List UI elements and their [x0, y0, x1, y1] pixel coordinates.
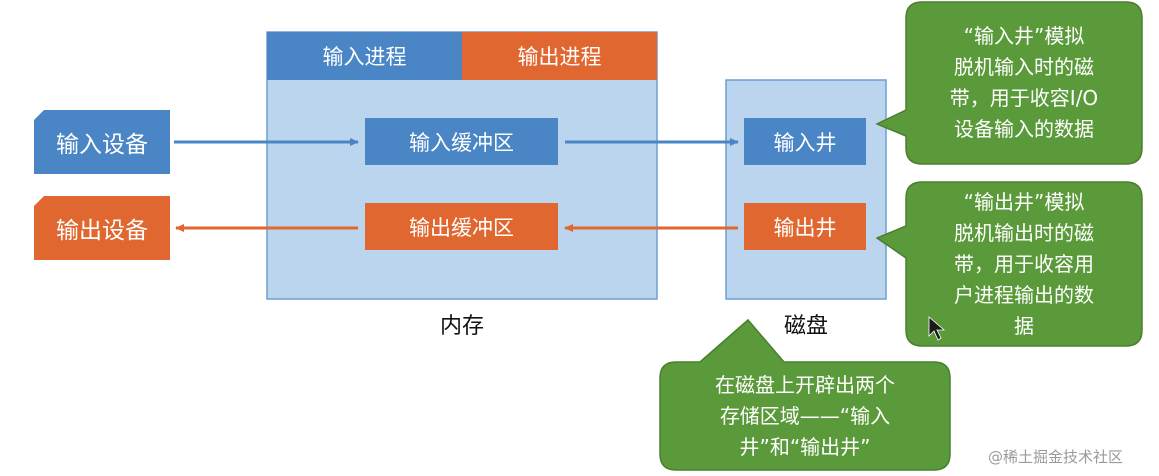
input-buffer-box — [365, 118, 558, 165]
output-buffer-label: 输出缓冲区 — [409, 215, 514, 240]
memory-label: 内存 — [439, 314, 484, 339]
callout-disk-text: 在磁盘上开辟出两个 存储区域——“输入 井”和“输出井” — [715, 372, 895, 459]
output-well-label: 输出井 — [773, 215, 837, 240]
input-process-tab — [267, 32, 462, 80]
callout-input-well-bubble — [875, 1, 1143, 165]
input-well-box — [744, 118, 866, 165]
callout-disk-bubble — [659, 318, 951, 471]
input-process-label: 输入进程 — [322, 45, 407, 69]
output-well-box — [744, 203, 866, 250]
callout-input-well-text: “输入井”模拟 脱机输入时的磁 带，用于收容I/O 设备输入的数据 — [949, 24, 1099, 141]
output-device-label: 输出设备 — [56, 218, 148, 244]
output-device-shape — [34, 196, 170, 260]
output-process-tab — [462, 32, 657, 80]
input-device-shape — [34, 110, 170, 174]
callout-output-well-bubble — [875, 181, 1143, 347]
disk-region — [725, 79, 887, 300]
output-buffer-box — [365, 203, 558, 250]
input-buffer-label: 输入缓冲区 — [409, 130, 514, 155]
output-process-label: 输出进程 — [517, 45, 602, 69]
callout-output-well-text: “输出井”模拟 脱机输出时的磁 带，用于收容用 户进程输出的数 据 — [954, 189, 1094, 338]
input-well-label: 输入井 — [773, 130, 837, 155]
input-device-label: 输入设备 — [56, 132, 148, 158]
watermark: @稀土掘金技术社区 — [988, 448, 1124, 466]
mouse-cursor-icon — [928, 316, 946, 341]
disk-label: 磁盘 — [783, 314, 828, 339]
